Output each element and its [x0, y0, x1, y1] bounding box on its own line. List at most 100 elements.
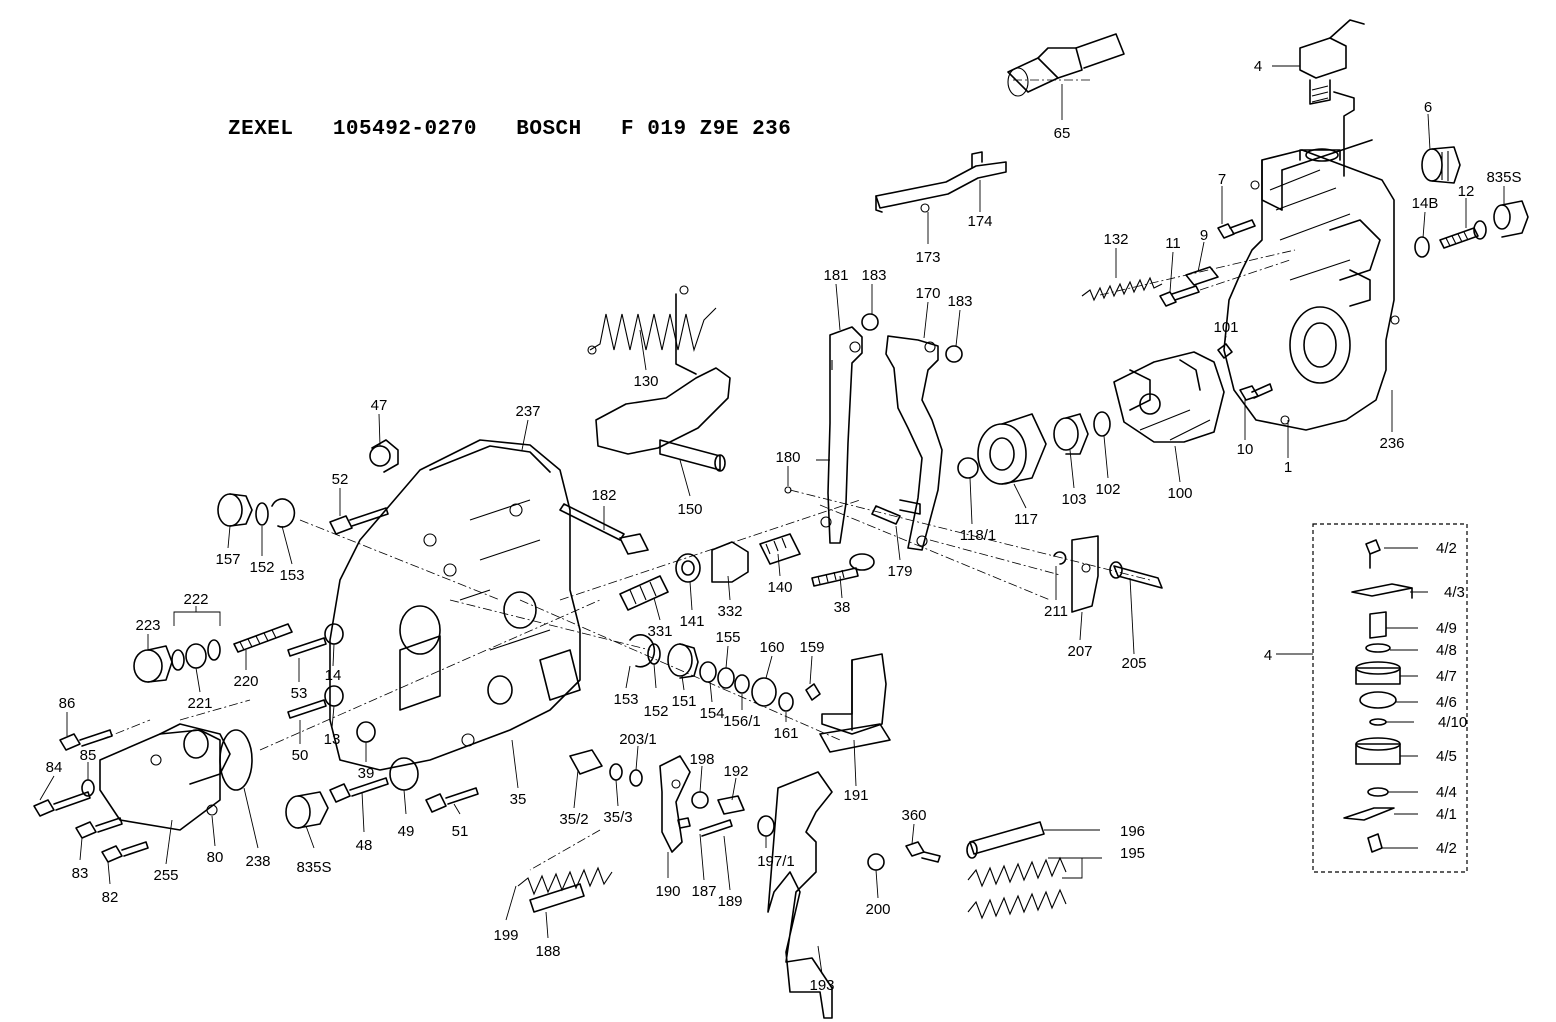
part-label-p197_1: 197/1	[757, 853, 795, 870]
part-label-p156_1: 156/1	[723, 713, 761, 730]
part-label-p173: 173	[915, 249, 940, 266]
part-label-p153a: 153	[279, 567, 304, 584]
part-label-p181: 181	[823, 267, 848, 284]
part-label-p101: 101	[1213, 319, 1238, 336]
part-label-p103: 103	[1061, 491, 1086, 508]
part-label-p141: 141	[679, 613, 704, 630]
part-label-p188: 188	[535, 943, 560, 960]
part-label-p187: 187	[691, 883, 716, 900]
part-label-d4_7: 4/7	[1436, 668, 1457, 685]
part-label-p221: 221	[187, 695, 212, 712]
part-label-p159: 159	[799, 639, 824, 656]
part-label-p157: 157	[215, 551, 240, 568]
part-label-p4: 4	[1254, 58, 1262, 75]
part-117-103-102-shape	[957, 411, 1111, 485]
part-label-p211: 211	[1044, 603, 1068, 620]
part-label-p53: 53	[291, 685, 308, 702]
part-6-shape	[1421, 146, 1461, 184]
part-label-p100: 100	[1167, 485, 1192, 502]
part-label-p52: 52	[332, 471, 349, 488]
part-label-p183a: 183	[861, 267, 886, 284]
part-7-9-11-132-shape	[1081, 219, 1256, 307]
part-label-p154: 154	[699, 705, 724, 722]
part-label-p180: 180	[775, 449, 800, 466]
part-label-p1: 1	[1284, 459, 1292, 476]
part-12-14B-shape	[1414, 220, 1487, 258]
part-label-p14B: 14B	[1412, 195, 1439, 212]
part-65-shape	[1007, 33, 1125, 97]
part-label-p83: 83	[72, 865, 89, 882]
detail-4-box	[1312, 523, 1468, 873]
part-label-p150: 150	[677, 501, 702, 518]
part-label-p222: 222	[183, 591, 208, 608]
part-label-p51: 51	[452, 823, 469, 840]
part-label-p205: 205	[1121, 655, 1146, 672]
part-53-14-50-13-39-shape	[287, 623, 376, 743]
part-label-p835b: 835S	[296, 859, 331, 876]
part-label-p49: 49	[398, 823, 415, 840]
part-label-p118_1: 118/1	[960, 527, 996, 544]
part-label-p203_1: 203/1	[619, 731, 657, 748]
part-label-p332: 332	[717, 603, 742, 620]
part-label-p153b: 153	[613, 691, 638, 708]
part-label-p117: 117	[1014, 511, 1038, 528]
part-190-192-shape	[659, 755, 775, 853]
part-label-p198: 198	[689, 751, 714, 768]
part-label-d4_2a: 4/2	[1436, 540, 1457, 557]
part-label-p47: 47	[371, 397, 388, 414]
part-101-10-shape	[1217, 343, 1273, 401]
part-label-p190: 190	[655, 883, 680, 900]
part-label-p86: 86	[59, 695, 76, 712]
part-label-p199: 199	[493, 927, 518, 944]
part-label-d4_4: 4/4	[1436, 784, 1457, 801]
part-4-shape	[1299, 19, 1365, 177]
part-label-p35: 35	[510, 791, 527, 808]
part-label-p152a: 152	[249, 559, 274, 576]
part-151-160-row-shape	[629, 633, 821, 712]
part-label-p9: 9	[1200, 227, 1208, 244]
part-199-188-shape	[517, 866, 613, 913]
part-label-p132: 132	[1103, 231, 1128, 248]
part-label-p192: 192	[723, 763, 748, 780]
part-237-shape	[329, 439, 581, 771]
part-label-p14: 14	[325, 667, 342, 684]
part-label-p200: 200	[865, 901, 890, 918]
part-label-p82: 82	[102, 889, 119, 906]
part-label-p220: 220	[233, 673, 258, 690]
leader-lines	[39, 65, 1505, 975]
part-174-shape	[875, 151, 1007, 213]
part-181-shape	[816, 326, 863, 544]
part-label-d4_5: 4/5	[1436, 748, 1457, 765]
part-label-p35_2: 35/2	[559, 811, 588, 828]
part-label-p360: 360	[901, 807, 926, 824]
part-label-p7: 7	[1218, 171, 1226, 188]
part-label-p10: 10	[1237, 441, 1254, 458]
part-label-p236: 236	[1379, 435, 1404, 452]
part-label-p38: 38	[834, 599, 851, 616]
part-130-shape	[587, 285, 717, 355]
part-182-shape	[559, 503, 649, 555]
part-label-p835a: 835S	[1486, 169, 1521, 186]
part-label-p11: 11	[1165, 235, 1181, 252]
part-label-d4_8: 4/8	[1436, 642, 1457, 659]
part-191-shape	[819, 653, 891, 753]
part-835S-48-49-51-shape	[285, 757, 479, 829]
part-label-d4: 4	[1264, 647, 1272, 664]
assembly-axes	[99, 79, 1296, 871]
part-196-195-shape	[966, 821, 1067, 920]
part-label-p182: 182	[591, 487, 616, 504]
part-label-d4_9: 4/9	[1436, 620, 1457, 637]
part-label-p6: 6	[1424, 99, 1432, 116]
part-193-200-360-shape	[767, 771, 941, 1019]
part-150-shape	[595, 293, 731, 472]
part-label-p65: 65	[1054, 125, 1071, 142]
part-label-p50: 50	[292, 747, 309, 764]
part-157-152-153-top-shape	[217, 493, 296, 528]
part-835S-right-shape	[1493, 200, 1529, 238]
part-label-p48: 48	[356, 837, 373, 854]
part-label-p161: 161	[773, 725, 798, 742]
part-label-p102: 102	[1095, 481, 1120, 498]
part-170-shape	[885, 335, 943, 551]
